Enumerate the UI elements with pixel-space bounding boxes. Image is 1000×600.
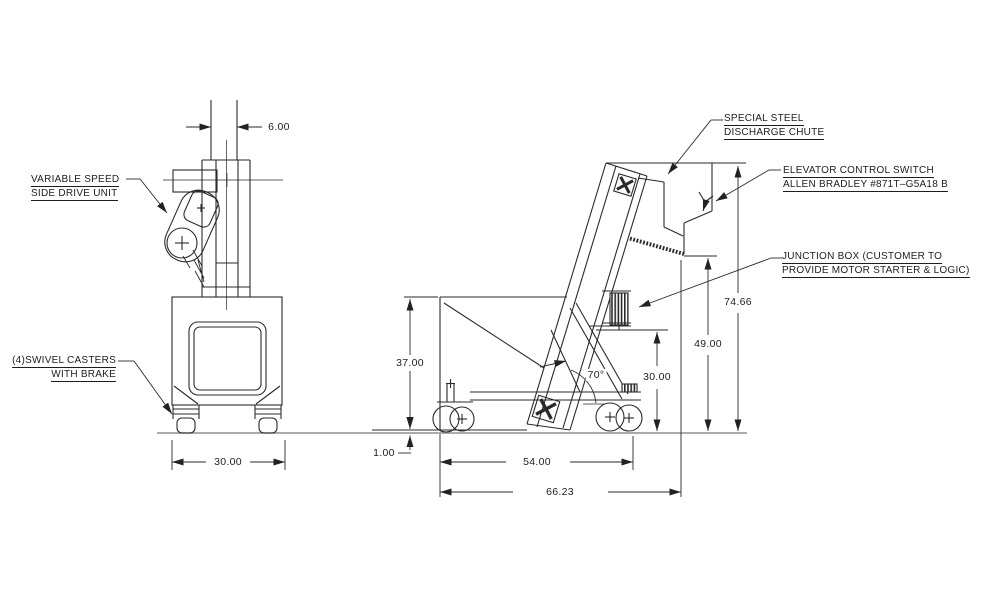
dim-ground-clearance: 1.00 bbox=[371, 447, 397, 459]
label-discharge-chute: SPECIAL STEEL DISCHARGE CHUTE bbox=[724, 112, 825, 141]
label-swivel-casters: (4)SWIVEL CASTERS WITH BRAKE bbox=[8, 354, 116, 383]
label-variable-speed-drive-line1: VARIABLE SPEED bbox=[31, 173, 120, 188]
label-control-switch-line1: ELEVATOR CONTROL SWITCH bbox=[783, 164, 934, 179]
dim-junction-box-height: 30.00 bbox=[641, 371, 673, 383]
front-view-linework bbox=[163, 100, 283, 434]
label-swivel-casters-line2: WITH BRAKE bbox=[51, 368, 116, 383]
label-control-switch: ELEVATOR CONTROL SWITCH ALLEN BRADLEY #8… bbox=[783, 164, 948, 193]
dim-hopper-height: 37.00 bbox=[394, 357, 426, 369]
dim-caster-spacing: 54.00 bbox=[521, 456, 553, 468]
dim-front-base-width: 30.00 bbox=[212, 456, 244, 468]
label-swivel-casters-line1: (4)SWIVEL CASTERS bbox=[12, 354, 116, 369]
side-view-linework bbox=[432, 162, 714, 433]
leader-lines bbox=[118, 119, 782, 415]
label-variable-speed-drive: VARIABLE SPEED SIDE DRIVE UNIT bbox=[31, 173, 120, 202]
label-discharge-chute-line2: DISCHARGE CHUTE bbox=[724, 126, 825, 141]
label-junction-box-line2: PROVIDE MOTOR STARTER & LOGIC) bbox=[782, 264, 970, 279]
dimension-lines bbox=[171, 123, 746, 497]
label-junction-box-line1: JUNCTION BOX (CUSTOMER TO bbox=[782, 250, 943, 265]
dim-overall-length: 66.23 bbox=[544, 486, 576, 498]
label-control-switch-line2: ALLEN BRADLEY #871T–G5A18 B bbox=[783, 178, 948, 193]
dim-column-width: 6.00 bbox=[266, 121, 292, 133]
label-discharge-chute-line1: SPECIAL STEEL bbox=[724, 112, 804, 127]
dim-discharge-height: 49.00 bbox=[692, 338, 724, 350]
label-junction-box: JUNCTION BOX (CUSTOMER TO PROVIDE MOTOR … bbox=[782, 250, 970, 279]
dim-incline-angle: 70° bbox=[585, 369, 607, 381]
dim-overall-height: 74.66 bbox=[722, 296, 754, 308]
label-variable-speed-drive-line2: SIDE DRIVE UNIT bbox=[31, 187, 118, 202]
